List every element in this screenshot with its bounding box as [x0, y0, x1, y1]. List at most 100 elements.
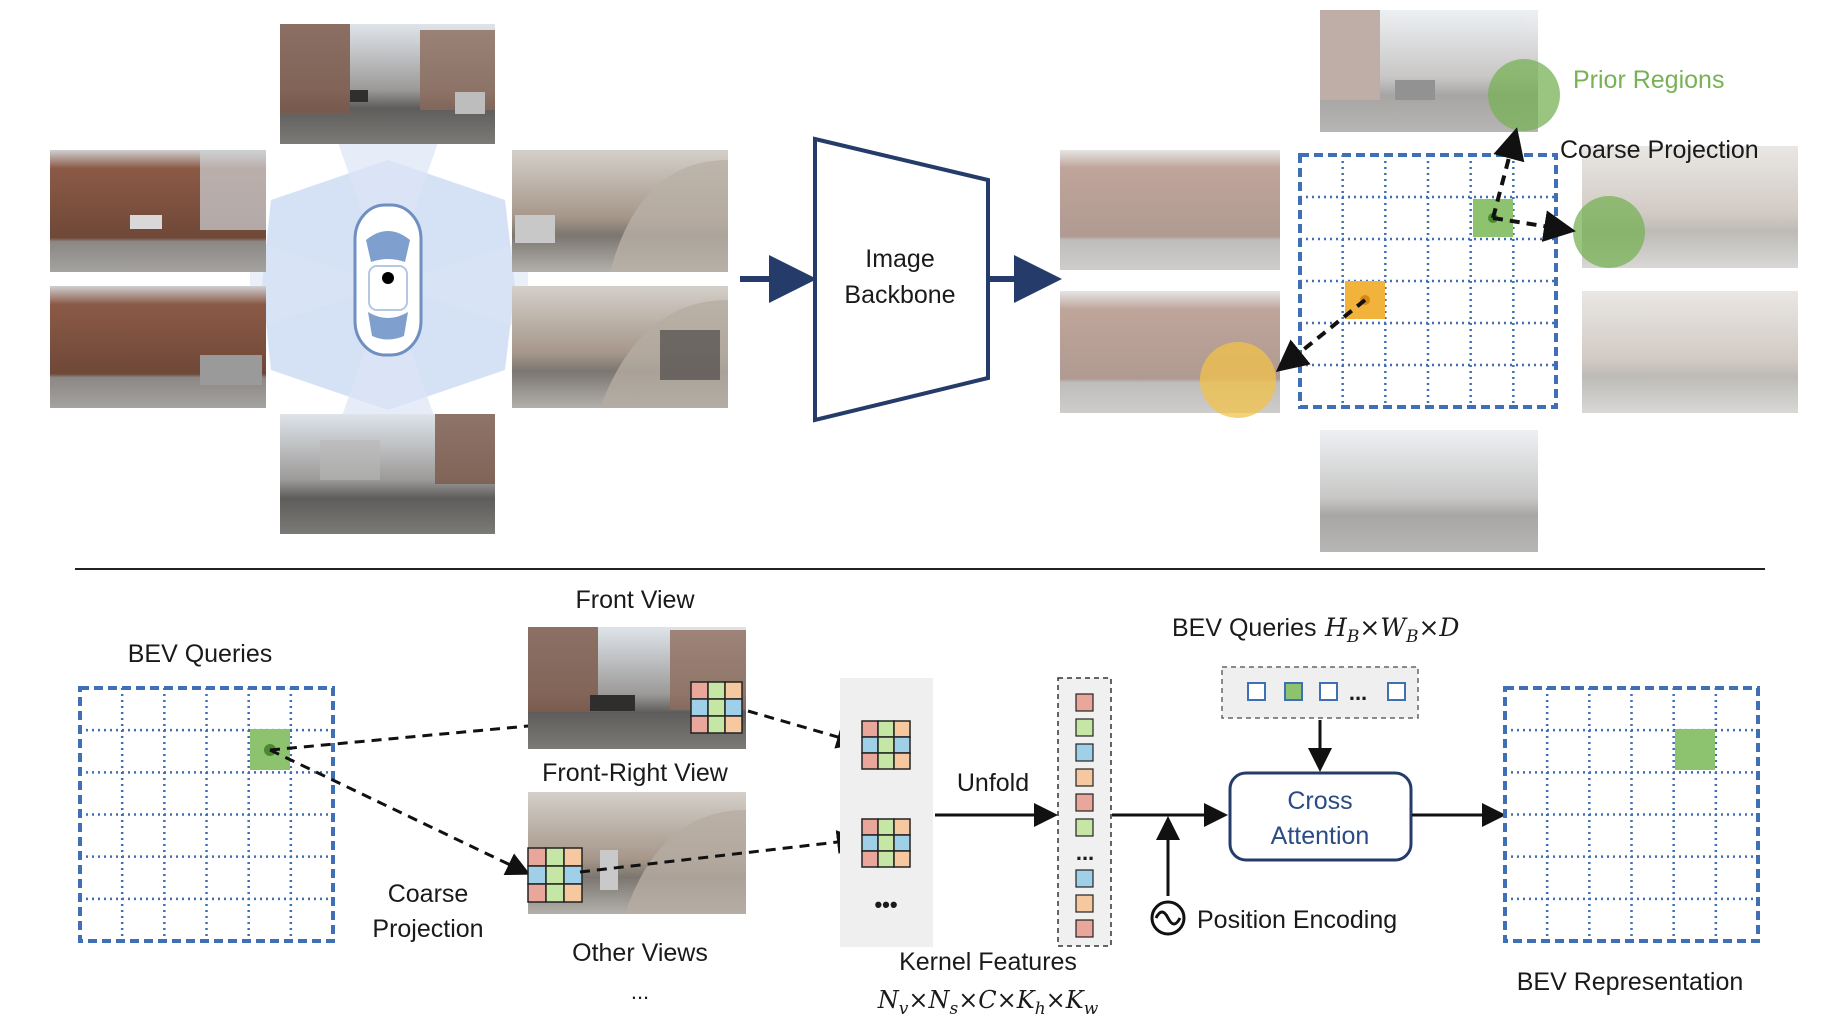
kernel-arrow-1 — [747, 709, 861, 749]
bev-grid-queries — [78, 686, 335, 943]
kernel-cell — [861, 752, 879, 770]
kernel-cell — [724, 681, 743, 700]
kernel-cell — [545, 883, 565, 903]
kernel-cell — [877, 752, 895, 770]
surround-camera-setup — [50, 24, 728, 534]
kernel-cell — [877, 834, 895, 852]
front-view-label: Front View — [575, 586, 695, 614]
kernel-arrow-2 — [579, 830, 861, 874]
unfolded-token — [1075, 919, 1094, 938]
query-token-4 — [1387, 682, 1406, 701]
kernel-cell — [563, 865, 583, 885]
column-ellipsis: ... — [1076, 840, 1094, 865]
bev-representation-cell — [1675, 729, 1715, 770]
cross-attention-label-2: Attention — [1271, 822, 1370, 850]
kernel-cell — [724, 715, 743, 734]
coarse-projection-top-label: Coarse Projection — [1560, 136, 1759, 164]
kernel-cell — [893, 752, 911, 770]
kernel-cell — [707, 715, 726, 734]
kernel-cell — [545, 865, 565, 885]
kernel-cell — [690, 681, 709, 700]
kernel-cell — [861, 834, 879, 852]
kernel-cell — [861, 736, 879, 754]
faded-image-back-right — [1582, 291, 1798, 413]
unfolded-token — [1075, 693, 1094, 712]
bev-queries-dims: HB×WB×D — [1324, 613, 1459, 647]
prior-region-back-left — [1200, 342, 1276, 418]
unfolded-token — [1075, 768, 1094, 787]
kernel-cell — [877, 736, 895, 754]
bev-queries-top-label: BEV Queries — [1172, 614, 1317, 642]
prior-region-front-right — [1573, 196, 1645, 268]
unfolded-token — [1075, 869, 1094, 888]
kernel-cell — [877, 850, 895, 868]
other-views-label: Other Views — [572, 939, 708, 967]
kernel-cell — [893, 818, 911, 836]
camera-image-front-left — [50, 150, 266, 272]
kernel-cell — [893, 834, 911, 852]
camera-fov-rays-2 — [330, 285, 446, 450]
coarse-projection-label-2: Projection — [372, 915, 483, 943]
projection-example: Prior Regions Coarse Projection — [1060, 10, 1798, 552]
kernel-cell — [724, 698, 743, 717]
kernel-cell — [893, 736, 911, 754]
unfolded-token — [1075, 743, 1094, 762]
kernel-cell — [893, 850, 911, 868]
query-token-3 — [1319, 682, 1338, 701]
camera-fov-rays-3 — [250, 240, 388, 330]
kernel-feature-1 — [861, 720, 911, 770]
car-top-view-icon — [353, 203, 423, 357]
kernel-cell — [527, 883, 547, 903]
bev-grid-top — [1298, 153, 1558, 409]
kernel-cell — [690, 698, 709, 717]
camera-image-front — [280, 24, 495, 144]
faded-image-front-left — [1060, 150, 1280, 270]
position-encoding-label: Position Encoding — [1197, 906, 1397, 934]
query-token-2 — [1284, 682, 1303, 701]
kernel-cell — [527, 865, 547, 885]
camera-fov-rays-4 — [388, 240, 528, 330]
kernel-features-dims: Nv×Ns×C×Kh×Kw — [877, 986, 1099, 1019]
projection-arrow-front-view — [269, 700, 696, 752]
camera-image-front-right — [512, 150, 728, 272]
kernel-cell — [707, 698, 726, 717]
kernel-cell — [861, 720, 879, 738]
unfolded-token — [1075, 793, 1094, 812]
kernel-features-dots: ••• — [874, 892, 897, 917]
unfold-label: Unfold — [957, 769, 1029, 797]
kernel-cell — [545, 847, 565, 867]
projection-arrow-front-right-view — [269, 748, 531, 876]
kernel-cell — [861, 850, 879, 868]
camera-image-back-right — [512, 286, 728, 408]
projection-arrow-front — [1491, 127, 1525, 219]
image-backbone-block: Image Backbone — [813, 136, 990, 423]
camera-image-back — [280, 414, 495, 534]
unfolded-token — [1075, 818, 1094, 837]
unfolded-token — [1075, 718, 1094, 737]
camera-fov-rays — [330, 120, 446, 285]
faded-image-back — [1320, 430, 1538, 552]
front-view-kernel — [690, 681, 743, 734]
kernel-cell — [690, 715, 709, 734]
kernel-cell — [861, 818, 879, 836]
cross-attention-block: Cross Attention — [1228, 771, 1413, 862]
kernel-cell — [707, 681, 726, 700]
cross-attention-label-1: Cross — [1287, 787, 1352, 815]
kernel-cell — [893, 720, 911, 738]
projection-arrow-front-right — [1492, 210, 1576, 243]
sine-wave-icon — [1150, 900, 1186, 936]
bev-grid-representation — [1503, 686, 1760, 943]
coarse-projection-label-1: Coarse — [388, 880, 469, 908]
kernel-feature-2 — [861, 818, 911, 868]
unfolded-token — [1075, 894, 1094, 913]
kernel-cell — [563, 847, 583, 867]
image-backbone-label-1: Image — [865, 245, 934, 273]
bev-queries-label: BEV Queries — [128, 640, 273, 668]
kernel-cell — [877, 720, 895, 738]
front-right-view-label: Front-Right View — [542, 759, 729, 787]
bev-representation-label: BEV Representation — [1517, 968, 1744, 996]
other-views-dots: ... — [631, 979, 649, 1004]
unfolded-tokens — [1075, 693, 1094, 938]
kernel-cell — [877, 818, 895, 836]
